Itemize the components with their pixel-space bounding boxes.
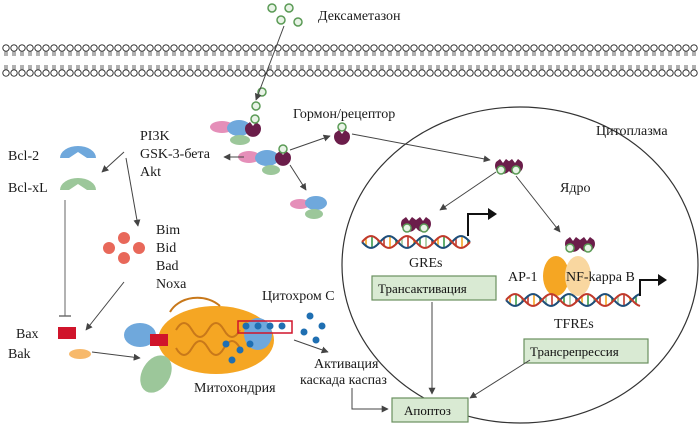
pro-apoptotic-cluster bbox=[103, 232, 145, 264]
nfkb-label: NF-kappa B bbox=[566, 270, 635, 285]
mito-channel bbox=[237, 320, 293, 334]
tfre-dimer bbox=[565, 237, 595, 253]
mito-bclxl bbox=[140, 355, 172, 393]
bax-protein bbox=[58, 327, 76, 339]
bad-label: Bad bbox=[156, 259, 179, 274]
hormone-receptor-label: Гормон/рецептор bbox=[293, 107, 395, 122]
mitochondria-label: Митохондрия bbox=[194, 381, 276, 396]
dexamethasone-molecules bbox=[251, 3, 303, 111]
tfre-dna-helix bbox=[505, 293, 641, 307]
pi3k-label: PI3K bbox=[140, 129, 170, 144]
bak-label: Bak bbox=[8, 347, 31, 362]
gres-label: GREs bbox=[409, 256, 442, 271]
cytochrome-c-label: Цитохром С bbox=[262, 289, 335, 304]
nfkb-protein bbox=[565, 256, 591, 296]
mito-bcl2 bbox=[124, 323, 156, 347]
ap1-label: AP-1 bbox=[508, 270, 538, 285]
akt-label: Akt bbox=[140, 165, 161, 180]
bclxl-protein bbox=[60, 178, 96, 190]
cytoplasm-label: Цитоплазма bbox=[596, 124, 668, 139]
bak-protein bbox=[69, 349, 91, 359]
bax-label: Bax bbox=[16, 327, 39, 342]
apoptosis-label: Апоптоз bbox=[404, 403, 451, 418]
bclxl-label: Bcl-xL bbox=[8, 181, 48, 196]
transcription-start-arrow-tfre bbox=[639, 279, 662, 296]
caspase-activation-line1: Активация bbox=[314, 357, 379, 372]
bid-label: Bid bbox=[156, 241, 176, 256]
mito-bax bbox=[150, 334, 168, 346]
bim-label: Bim bbox=[156, 223, 180, 238]
transcription-start-arrow-gre bbox=[467, 213, 492, 236]
receptor-complex-top bbox=[210, 114, 261, 145]
apoptosis-box bbox=[391, 397, 469, 423]
bcl2-protein bbox=[60, 146, 96, 158]
ap1-protein bbox=[543, 256, 569, 296]
gre-dimer bbox=[401, 217, 431, 233]
bcl2-label: Bcl-2 bbox=[8, 149, 39, 164]
transactivation-label: Трансактивация bbox=[378, 281, 467, 296]
receptor-free-upper bbox=[334, 122, 350, 145]
cytochrome-c-dots bbox=[222, 312, 326, 364]
noxa-label: Noxa bbox=[156, 277, 187, 292]
cell-membrane bbox=[2, 44, 698, 77]
receptor-dimer-nucleus bbox=[495, 159, 523, 175]
caspase-activation-line2: каскада каспаз bbox=[300, 373, 387, 388]
gre-dna-helix bbox=[361, 235, 471, 249]
receptor-complex-middle bbox=[238, 144, 291, 175]
dissociated-complex bbox=[290, 196, 327, 219]
nucleus-outline bbox=[341, 106, 699, 424]
transactivation-box bbox=[371, 275, 497, 301]
nucleus-label: Ядро bbox=[560, 181, 590, 196]
transrepression-label: Трансрепрессия bbox=[530, 344, 619, 359]
dexamethasone-label: Дексаметазон bbox=[318, 9, 401, 24]
transrepression-box bbox=[523, 338, 649, 364]
tfres-label: TFREs bbox=[554, 317, 594, 332]
gsk3-label: GSK-3-бета bbox=[140, 147, 211, 162]
